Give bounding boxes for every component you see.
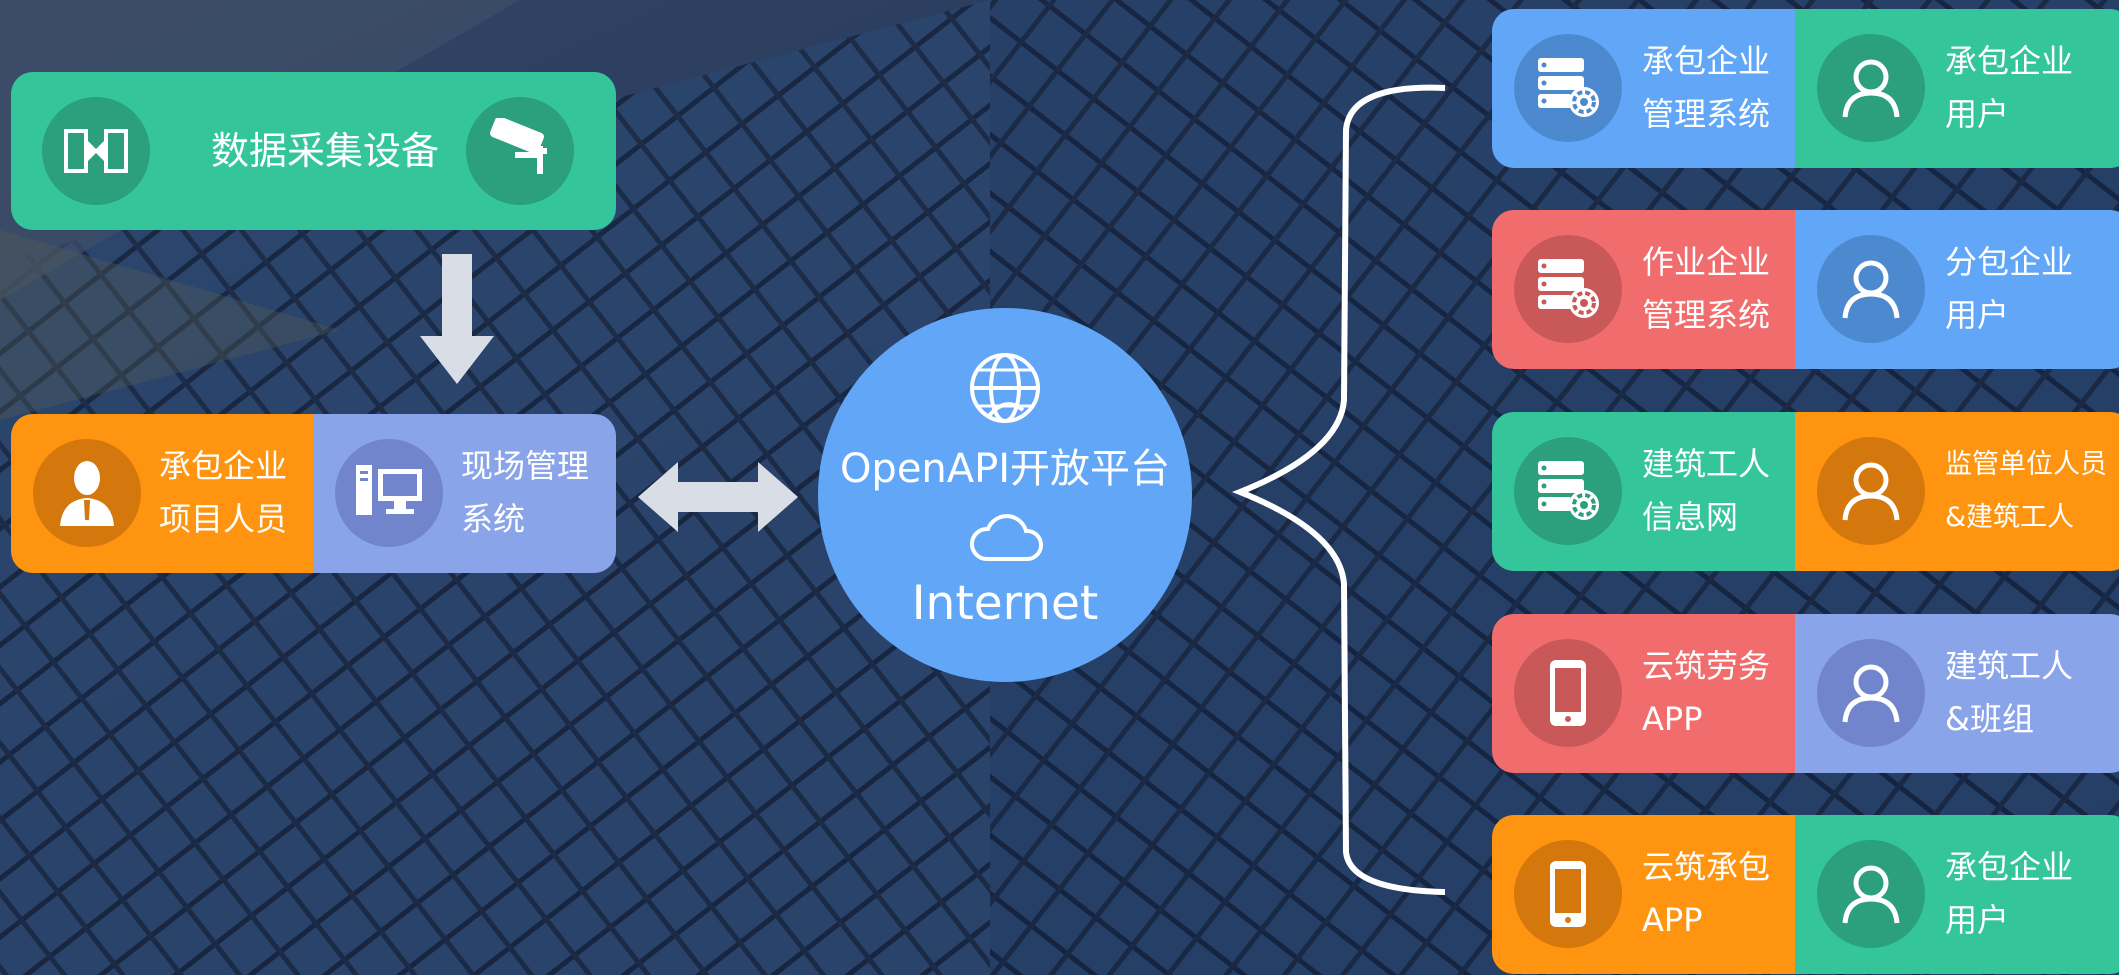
label-line: &建筑工人 xyxy=(1945,502,2075,533)
user-icon xyxy=(1817,639,1925,747)
label-line: 用户 xyxy=(1945,95,2010,133)
system-row-card: 建筑工人信息网 监管单位人员&建筑工人 xyxy=(1492,412,2119,571)
system-row-card: 云筑劳务 APP 建筑工人&班组 xyxy=(1492,614,2119,773)
user-panel: 承包企业用户 xyxy=(1795,9,2119,168)
label-line: 作业企业 xyxy=(1642,243,1771,281)
system-label: 作业企业管理系统 xyxy=(1642,236,1770,342)
project-staff-label: 承包企业 项目人员 xyxy=(159,447,288,538)
user-icon xyxy=(1817,235,1925,343)
label-line: 承包企业 xyxy=(1945,848,2074,886)
label-line: 建筑工人 xyxy=(1945,647,2074,685)
cloud-icon xyxy=(969,514,1044,561)
label-line: 云筑承包 xyxy=(1642,848,1771,886)
project-staff-panel: 承包企业 项目人员 xyxy=(11,414,313,573)
label-line: 信息网 xyxy=(1642,498,1739,536)
openapi-platform-circle: OpenAPI开放平台 Internet xyxy=(818,308,1192,682)
user-label: 承包企业用户 xyxy=(1945,841,2073,947)
server-gear-icon xyxy=(1514,437,1622,545)
label-line: 管理系统 xyxy=(1642,296,1771,334)
platform-title: OpenAPI开放平台 xyxy=(839,446,1171,492)
system-panel: 云筑劳务 APP xyxy=(1492,614,1795,773)
label-line: 用户 xyxy=(1945,296,2010,334)
down-arrow-icon xyxy=(420,254,494,384)
server-gear-icon xyxy=(1514,34,1622,142)
user-panel: 建筑工人&班组 xyxy=(1795,614,2119,773)
user-label: 建筑工人&班组 xyxy=(1945,640,2073,746)
camera-icon xyxy=(466,97,574,205)
label-line: APP xyxy=(1642,700,1703,738)
label-line: 承包企业 xyxy=(1642,42,1771,80)
system-panel: 建筑工人信息网 xyxy=(1492,412,1795,571)
worker-icon xyxy=(33,439,141,547)
label-line: APP xyxy=(1642,901,1703,939)
data-collection-device-card: 数据采集设备 xyxy=(11,72,616,230)
system-row-card: 承包企业管理系统承包企业用户 xyxy=(1492,9,2119,168)
system-row-card: 云筑承包 APP 承包企业用户 xyxy=(1492,815,2119,974)
user-panel: 承包企业用户 xyxy=(1795,815,2119,974)
user-icon xyxy=(1817,437,1925,545)
user-panel: 分包企业用户 xyxy=(1795,210,2119,369)
system-label: 建筑工人信息网 xyxy=(1642,438,1770,544)
globe-icon xyxy=(970,353,1040,423)
computer-icon xyxy=(335,439,443,547)
server-gear-icon xyxy=(1514,235,1622,343)
user-icon xyxy=(1817,34,1925,142)
gate-icon xyxy=(42,97,150,205)
data-collection-title: 数据采集设备 xyxy=(211,129,440,173)
user-icon xyxy=(1817,840,1925,948)
label-line: 建筑工人 xyxy=(1642,445,1771,483)
label-line: 分包企业 xyxy=(1945,243,2074,281)
site-system-label: 现场管理 系统 xyxy=(461,447,590,538)
system-label: 承包企业管理系统 xyxy=(1642,35,1770,141)
user-label: 分包企业用户 xyxy=(1945,236,2073,342)
label-line: 管理系统 xyxy=(1642,95,1771,133)
system-label: 云筑劳务 APP xyxy=(1642,640,1770,746)
user-panel: 监管单位人员&建筑工人 xyxy=(1795,412,2119,571)
site-system-panel: 现场管理 系统 xyxy=(313,414,616,573)
system-row-card: 作业企业管理系统 分包企业用户 xyxy=(1492,210,2119,369)
system-panel: 云筑承包 APP xyxy=(1492,815,1795,974)
system-panel: 承包企业管理系统 xyxy=(1492,9,1795,168)
system-panel: 作业企业管理系统 xyxy=(1492,210,1795,369)
label-line: 云筑劳务 xyxy=(1642,647,1771,685)
internet-title: Internet xyxy=(911,576,1099,631)
label-line: 监管单位人员 xyxy=(1945,449,2107,480)
label-line: 用户 xyxy=(1945,901,2010,939)
site-system-card: 承包企业 项目人员 现场管理 系统 xyxy=(11,414,616,573)
user-label: 承包企业用户 xyxy=(1945,35,2073,141)
phone-icon xyxy=(1514,639,1622,747)
bidirectional-arrow-icon xyxy=(638,462,798,532)
user-label: 监管单位人员&建筑工人 xyxy=(1945,438,2107,544)
system-label: 云筑承包 APP xyxy=(1642,841,1770,947)
phone-icon xyxy=(1514,840,1622,948)
brace-connector xyxy=(1231,84,1446,895)
label-line: &班组 xyxy=(1945,700,2034,738)
label-line: 承包企业 xyxy=(1945,42,2074,80)
